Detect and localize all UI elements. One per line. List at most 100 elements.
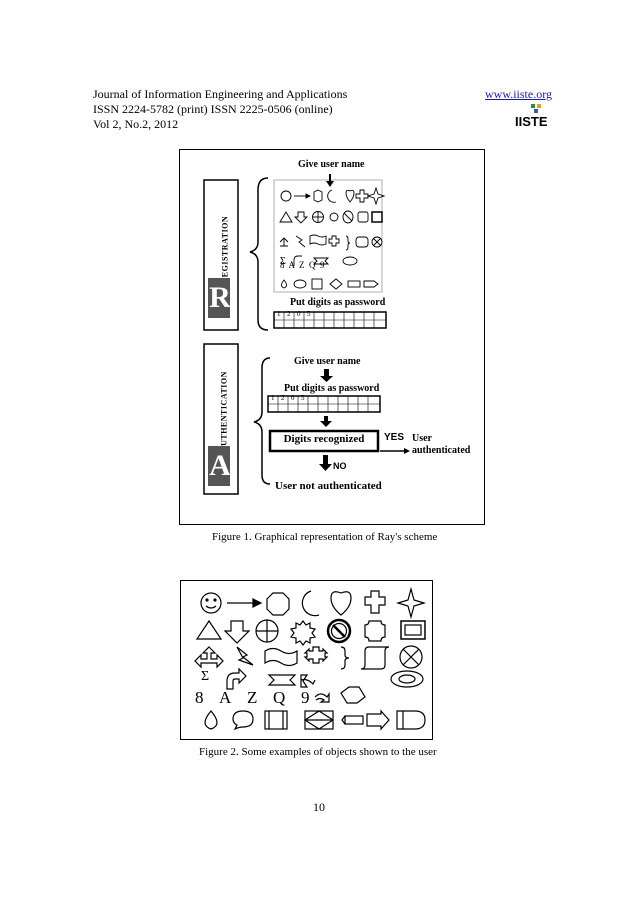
sunburst-icon	[289, 620, 317, 646]
svg-text:IISTE: IISTE	[515, 114, 548, 129]
ribbon-icon	[312, 257, 330, 265]
rounded-tab-icon	[363, 280, 379, 288]
no-label: NO	[333, 461, 347, 471]
three-way-arrow-icon	[194, 646, 224, 669]
smiley-icon	[200, 592, 222, 614]
plaque-icon	[364, 620, 386, 642]
smiley-icon	[280, 190, 292, 202]
rotated-arrow-icon	[340, 686, 366, 704]
wave-banner-icon	[264, 647, 298, 667]
brace-icon	[345, 235, 351, 251]
letter-8: 8	[195, 688, 204, 707]
page-number: 10	[313, 800, 325, 814]
teardrop-icon	[204, 710, 218, 730]
letter-z: Z	[247, 688, 258, 707]
authentication-digit-4: 5	[301, 394, 305, 402]
triangle-icon	[279, 211, 293, 223]
three-way-arrow-icon	[279, 237, 289, 247]
sigma-symbol: Σ	[201, 669, 210, 684]
diamond-icon	[329, 278, 343, 290]
registration-give-user-name: Give user name	[298, 159, 365, 170]
four-point-star-icon	[366, 186, 386, 206]
curved-arrow-icon	[314, 692, 330, 703]
cylinder-icon	[344, 715, 364, 725]
registration-digit-1: 1	[277, 310, 281, 318]
no-symbol-icon	[326, 618, 352, 644]
speech-bubble-icon	[232, 710, 254, 731]
lightning-icon	[236, 646, 254, 666]
cube-icon	[311, 278, 323, 290]
triangle-icon	[195, 619, 223, 640]
down-arrow-icon	[223, 620, 251, 644]
sunburst-icon	[329, 212, 339, 222]
authentication-put-digits: Put digits as password	[284, 383, 380, 394]
figure-2: Σ 8 A Z Q 9	[180, 580, 433, 740]
ellipse-icon	[390, 670, 424, 688]
cross-icon	[364, 590, 386, 614]
registration-side-letter: R	[209, 281, 231, 314]
u-turn-arrow-icon	[293, 255, 302, 266]
circle-x-icon	[371, 236, 383, 248]
notched-arrow-icon	[366, 709, 390, 731]
scroll-icon	[355, 236, 369, 248]
puzzle-cross-icon	[328, 235, 340, 247]
journal-title: Journal of Information Engineering and A…	[93, 87, 348, 101]
heart-icon	[345, 189, 355, 203]
scroll-icon	[360, 646, 390, 670]
authentication-side-label: UTHENTICATION	[219, 371, 229, 446]
issn-line: ISSN 2224-5782 (print) ISSN 2225-0506 (o…	[93, 102, 333, 116]
figure-1: Σ	[179, 149, 485, 525]
volume-line: Vol 2, No.2, 2012	[93, 117, 179, 131]
iiste-logo: IISTE	[515, 104, 548, 129]
letter-a: A	[219, 688, 232, 707]
cross-icon	[355, 189, 369, 203]
puzzle-cross-icon	[303, 646, 329, 664]
authentication-letter-box	[208, 446, 230, 486]
cylinder-icon	[347, 280, 361, 288]
authentication-brace	[253, 357, 271, 485]
plaque-icon	[357, 211, 369, 223]
digits-recognized-box	[268, 429, 380, 453]
circle-x-icon	[399, 645, 423, 669]
heart-icon	[330, 591, 352, 616]
speech-bubble-icon	[293, 279, 307, 289]
brace-icon	[340, 646, 350, 670]
user-not-authenticated-label: User not authenticated	[275, 480, 382, 492]
registration-digit-3: 0	[297, 310, 301, 318]
registration-side-label: EGISTRATION	[220, 215, 230, 278]
lightning-icon	[295, 235, 306, 248]
ribbon-icon	[267, 674, 297, 686]
journal-url-link[interactable]: www.iiste.org	[485, 87, 552, 101]
ribbon-arrow-icon	[300, 678, 316, 686]
digit-9: 9	[301, 688, 310, 707]
registration-letter-box	[208, 278, 230, 318]
authentication-digit-1: 1	[271, 394, 275, 402]
u-turn-arrow-icon	[226, 667, 247, 690]
crescent-icon	[327, 189, 337, 203]
yes-label: YES	[384, 432, 405, 443]
registration-object-letters: 8 A Z Q 9	[280, 260, 325, 270]
frame-icon	[400, 620, 426, 640]
octagon-icon	[313, 189, 323, 203]
frame-icon	[371, 211, 383, 223]
cube-icon	[264, 710, 288, 730]
figure-2-caption: Figure 2. Some examples of objects shown…	[199, 746, 437, 758]
svg-text:Σ: Σ	[280, 256, 286, 267]
wave-banner-icon	[309, 234, 327, 246]
no-symbol-icon	[342, 210, 354, 224]
octagon-icon	[266, 592, 290, 616]
down-arrow-icon	[293, 211, 309, 224]
authentication-side-letter: A	[209, 449, 231, 482]
registration-put-digits: Put digits as password	[290, 297, 386, 308]
teardrop-icon	[281, 279, 287, 289]
authentication-give-user-name: Give user name	[294, 356, 361, 367]
letter-q: Q	[273, 688, 286, 707]
user-authenticated-label: User authenticated	[412, 433, 471, 456]
ellipse-icon	[342, 256, 358, 266]
rounded-tab-icon	[396, 710, 426, 730]
registration-digit-2: 2	[287, 310, 291, 318]
crescent-icon	[301, 590, 320, 617]
registration-digit-4: 5	[307, 310, 311, 318]
registration-brace	[249, 177, 269, 331]
authentication-digit-3: 0	[291, 394, 295, 402]
